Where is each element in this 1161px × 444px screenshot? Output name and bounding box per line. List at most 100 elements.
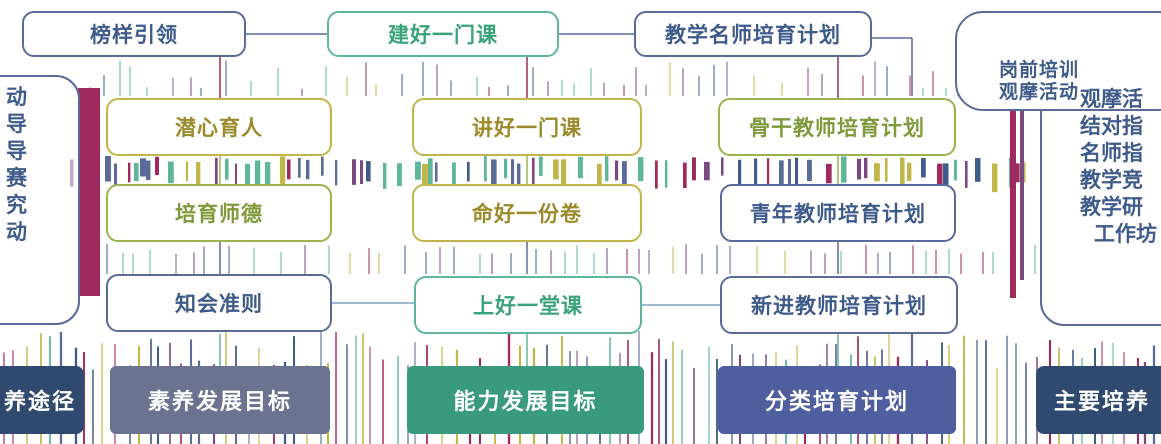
noise-band-mark bbox=[779, 160, 784, 185]
noise-band-mark bbox=[992, 163, 998, 193]
main-cultivation-label: 主要培养 bbox=[1054, 390, 1151, 415]
noise-band-mark bbox=[186, 161, 189, 182]
noise-band-mark bbox=[754, 158, 758, 184]
give-lesson-well-box: 上好一堂课 bbox=[414, 276, 642, 334]
know-rules-box: 知会准则 bbox=[106, 274, 332, 332]
noise-band-mark bbox=[826, 163, 832, 184]
noise-band-mark bbox=[692, 157, 696, 181]
noise-band-mark bbox=[638, 157, 644, 182]
noise-band-mark bbox=[155, 156, 159, 176]
noise-band-mark bbox=[366, 161, 371, 182]
noise-band-mark bbox=[491, 159, 497, 185]
noise-band-mark bbox=[954, 159, 957, 181]
master-teacher-plan-label: 教学名师培育计划 bbox=[665, 23, 841, 47]
pre-job-training-line-1: 岗前培训 bbox=[999, 59, 1080, 81]
noise-band-mark bbox=[553, 159, 559, 180]
new-teacher-plan-label: 新进教师培育计划 bbox=[751, 294, 927, 318]
noise-heavy-bar-right-2 bbox=[1020, 100, 1024, 280]
noise-band-mark bbox=[140, 158, 146, 177]
noise-band-mark bbox=[467, 161, 470, 182]
noise-band-mark bbox=[306, 159, 310, 180]
cultivate-ethics-label: 培育师德 bbox=[175, 202, 263, 226]
master-teacher-plan-box: 教学名师培育计划 bbox=[634, 11, 872, 57]
noise-band-mark bbox=[885, 157, 888, 182]
noise-band-mark bbox=[428, 158, 433, 188]
noise-band-mark bbox=[321, 156, 324, 176]
noise-band-mark bbox=[532, 157, 535, 188]
noise-band-mark bbox=[397, 163, 402, 187]
new-teacher-plan-box: 新进教师培育计划 bbox=[720, 276, 958, 334]
main-cultivation-footer: 主要培养 bbox=[1036, 366, 1161, 434]
set-exam-well-box: 命好一份卷 bbox=[412, 184, 642, 242]
noise-band-mark bbox=[422, 163, 428, 185]
noise-band-mark bbox=[874, 163, 880, 182]
pre-job-training-line-2: 观摩活动 bbox=[999, 81, 1080, 103]
noise-band-mark bbox=[225, 158, 229, 180]
noise-band-mark bbox=[1015, 163, 1020, 183]
noise-band-mark bbox=[196, 162, 201, 190]
right-route-6: 工作坊 bbox=[1094, 222, 1157, 246]
right-route-5: 教学研 bbox=[1080, 195, 1143, 219]
noise-heavy-bar-left bbox=[78, 88, 100, 296]
noise-band-mark bbox=[484, 156, 487, 182]
noise-band-mark bbox=[578, 156, 583, 179]
noise-band-mark bbox=[517, 163, 521, 187]
noise-band-mark bbox=[665, 160, 668, 188]
backbone-teacher-plan-box: 骨干教师培育计划 bbox=[718, 98, 956, 156]
noise-band-mark bbox=[655, 160, 658, 189]
give-lesson-well-label: 上好一堂课 bbox=[473, 294, 583, 318]
know-rules-label: 知会准则 bbox=[175, 292, 263, 316]
noise-band-mark bbox=[128, 162, 131, 183]
noise-band-mark bbox=[907, 162, 912, 181]
noise-band-mark bbox=[965, 160, 968, 188]
noise-band-mark bbox=[105, 156, 111, 182]
noise-band-mark bbox=[937, 163, 943, 187]
left-route-5: 究 bbox=[6, 193, 27, 217]
noise-band-mark bbox=[795, 157, 799, 188]
noise-band-mark bbox=[683, 162, 687, 189]
role-model-label: 榜样引领 bbox=[90, 23, 178, 47]
left-route-4: 赛 bbox=[6, 166, 27, 190]
noise-band-mark bbox=[287, 159, 291, 180]
noise-band-mark bbox=[134, 162, 139, 182]
noise-band-mark bbox=[767, 158, 770, 186]
left-routes-panel bbox=[0, 75, 80, 325]
teach-course-well-label: 讲好一门课 bbox=[472, 116, 582, 140]
noise-band-mark bbox=[597, 163, 602, 193]
noise-band-mark bbox=[704, 161, 710, 181]
noise-band-mark bbox=[841, 156, 847, 183]
dedicated-education-box: 潜心育人 bbox=[106, 98, 332, 156]
set-exam-well-label: 命好一份卷 bbox=[472, 202, 582, 226]
noise-band-mark bbox=[168, 161, 174, 184]
noise-band-mark bbox=[452, 162, 456, 187]
noise-band-mark bbox=[146, 160, 151, 180]
noise-band-mark bbox=[360, 160, 363, 185]
right-routes-list: 观摩活 结对指 名师指 教学竞 教学研 工作坊 bbox=[1080, 86, 1157, 248]
teach-course-well-box: 讲好一门课 bbox=[412, 98, 642, 156]
ability-goal-footer: 能力发展目标 bbox=[407, 366, 644, 434]
right-route-3: 名师指 bbox=[1080, 141, 1143, 165]
left-route-footer-label: 养途径 bbox=[3, 390, 76, 415]
noise-band-mark bbox=[435, 162, 438, 182]
noise-band-mark bbox=[539, 156, 543, 176]
noise-band-mark bbox=[280, 156, 286, 187]
noise-band-mark bbox=[245, 163, 251, 185]
cultivate-ethics-box: 培育师德 bbox=[106, 184, 332, 242]
noise-band-mark bbox=[265, 162, 271, 189]
noise-band-mark bbox=[900, 157, 905, 187]
literacy-goal-footer: 素养发展目标 bbox=[110, 366, 330, 434]
noise-band-mark bbox=[605, 156, 609, 182]
noise-band-mark bbox=[975, 158, 981, 182]
noise-band-mark bbox=[255, 160, 261, 186]
young-teacher-plan-label: 青年教师培育计划 bbox=[750, 202, 926, 226]
noise-band-mark bbox=[857, 158, 862, 180]
noise-band-mark bbox=[622, 161, 627, 189]
noise-band-mark bbox=[943, 163, 949, 192]
noise-band-mark bbox=[807, 159, 812, 182]
noise-band-mark bbox=[504, 158, 508, 179]
noise-band-mark bbox=[615, 160, 619, 181]
noise-band-mark bbox=[114, 163, 117, 191]
backbone-teacher-plan-label: 骨干教师培育计划 bbox=[749, 116, 925, 140]
left-routes-list: 动 导 导 赛 究 动 bbox=[6, 84, 27, 246]
